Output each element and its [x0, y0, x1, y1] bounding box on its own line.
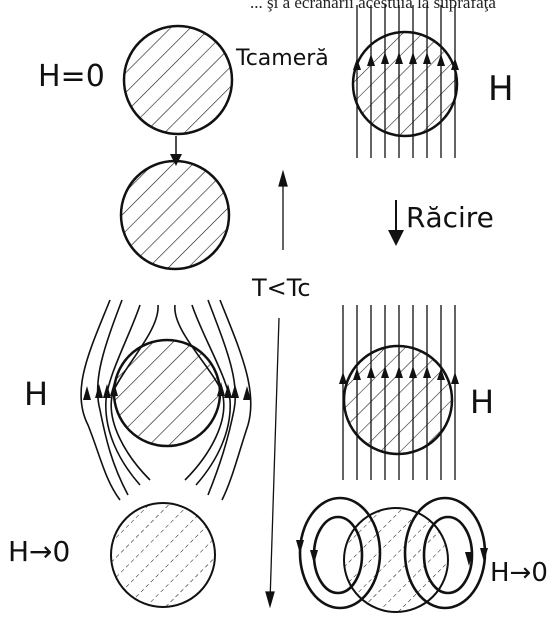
label-h-to-zero-left: H→0 [8, 538, 70, 566]
label-h-to-zero-right: H→0 [490, 560, 548, 586]
sphere-field-removed-left [111, 503, 215, 607]
sphere-room-temp-left [124, 26, 232, 134]
label-racire: Răcire [406, 204, 494, 232]
label-h-mid-right: H [470, 386, 494, 418]
sphere-trapped-flux-right [344, 508, 448, 612]
sphere-room-temp-right [353, 32, 457, 136]
label-t-camera: Tcameră [236, 48, 329, 70]
label-h-mid-left: H [24, 378, 48, 410]
sphere-normal-right [344, 346, 452, 454]
label-t-less-tc: T<Tc [252, 276, 311, 300]
temperature-range-arrow [266, 172, 287, 606]
label-h-zero: H=0 [38, 62, 105, 92]
sphere-cooled-left [121, 161, 229, 269]
label-h-top-right: H [488, 72, 514, 106]
sphere-superconducting-left [114, 340, 220, 446]
